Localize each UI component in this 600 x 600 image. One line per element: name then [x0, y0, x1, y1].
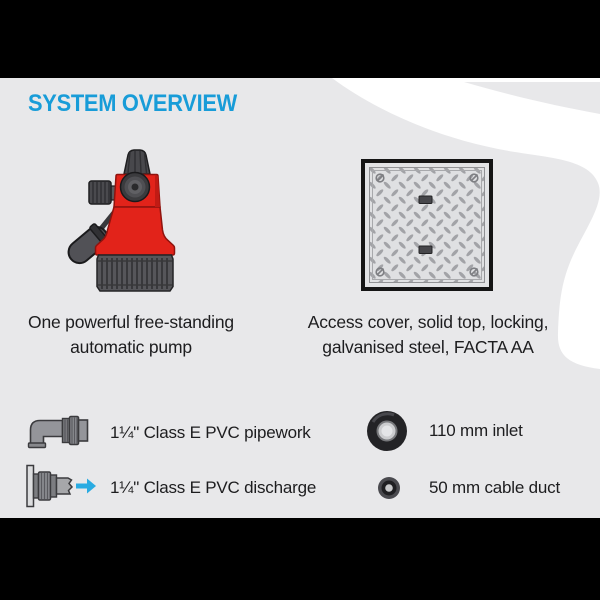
pipe-elbow-icon [27, 415, 89, 449]
rubber-grommet-small-icon [378, 477, 400, 499]
pump-strainer [96, 254, 174, 292]
pump-cap [123, 149, 151, 175]
discharge-label: 1¼" Class E PVC discharge [110, 478, 317, 497]
cover-plate-pattern [369, 167, 485, 283]
pump-caption-line2: automatic pump [70, 336, 192, 357]
cable-duct-label: 50 mm cable duct [429, 478, 560, 497]
cover-corner-screws [375, 173, 479, 277]
access-cover-illustration [361, 159, 493, 291]
pump-illustration [67, 149, 176, 292]
pump-caption-line1: One powerful free-standing [28, 312, 234, 332]
pipework-label: 1¼" Class E PVC pipework [110, 423, 311, 442]
pipe-discharge-icon [26, 464, 96, 508]
cover-caption-line1: Access cover, solid top, locking, [307, 312, 549, 332]
top-black-bar [0, 0, 600, 78]
rubber-grommet-large-icon [367, 411, 407, 451]
pump-switch-boss [119, 171, 151, 203]
pump-caption: One powerful free-standing automatic pum… [14, 310, 248, 359]
page-title: SYSTEM OVERVIEW [28, 89, 238, 117]
inlet-label: 110 mm inlet [429, 421, 523, 440]
cover-key-slots [418, 195, 433, 254]
bottom-black-bar [0, 518, 600, 600]
content-area: SYSTEM OVERVIEW [0, 78, 600, 518]
cover-caption: Access cover, solid top, locking, galvan… [290, 310, 566, 359]
flow-arrow-icon [76, 478, 96, 494]
cover-caption-line2: galvanised steel, FACTA AA [322, 336, 534, 357]
pump-outlet [88, 180, 119, 205]
